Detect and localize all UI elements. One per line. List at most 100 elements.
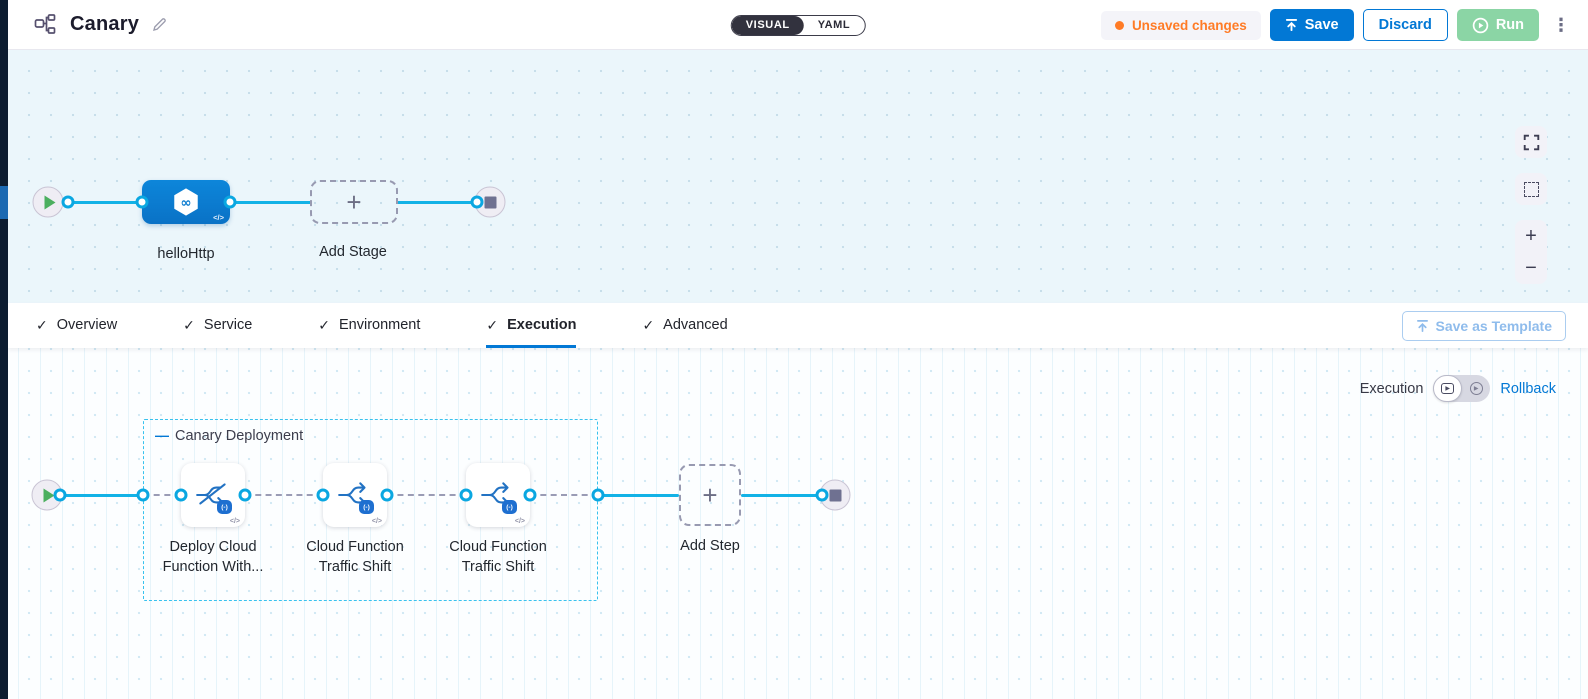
unsaved-dot-icon	[1114, 20, 1124, 30]
execution-canvas[interactable]: Execution ▶ ▶ Rollback — Canary Deployme…	[8, 348, 1588, 699]
port[interactable]	[815, 488, 829, 502]
execution-rollback-toggle: ▶ ▶	[1433, 375, 1491, 402]
toggle-yaml[interactable]: YAML	[817, 19, 851, 31]
stage-node-hellohttp[interactable]: ∞ </>	[142, 180, 230, 224]
connector-line	[230, 200, 312, 204]
stage-canvas[interactable]: ∞ </> helloHttp + Add Stage	[8, 50, 1588, 303]
port[interactable]	[470, 195, 484, 209]
port[interactable]	[223, 195, 237, 209]
rollback-link[interactable]: Rollback	[1500, 380, 1556, 397]
plus-icon: +	[346, 187, 362, 217]
add-stage-label: Add Stage	[319, 244, 387, 260]
connector-line-dashed	[143, 493, 181, 496]
check-icon: ✓	[183, 316, 195, 333]
connector-line-dashed	[245, 493, 323, 496]
marquee-select-icon	[1523, 181, 1539, 197]
check-icon: ✓	[642, 316, 655, 333]
tab-execution[interactable]: ✓ Execution	[486, 303, 577, 348]
connector-line-dashed	[530, 493, 598, 496]
page-title: Canary	[70, 13, 140, 35]
port[interactable]	[53, 488, 67, 502]
tab-service[interactable]: ✓ Service	[183, 316, 253, 334]
header-bar: Canary VISUAL YAML Unsaved changes	[8, 0, 1588, 50]
gcf-badge-icon: (-)	[359, 500, 374, 514]
save-as-template-button[interactable]: Save as Template	[1401, 311, 1566, 341]
gcf-badge-icon: (-)	[217, 500, 232, 514]
rollback-play-icon: ▶	[1469, 382, 1483, 395]
play-circle-icon	[1472, 17, 1489, 34]
execution-mode-row: Execution ▶ ▶ Rollback	[1360, 375, 1556, 402]
rollback-segment[interactable]: ▶	[1462, 375, 1490, 402]
tab-advanced[interactable]: ✓ Advanced	[642, 316, 728, 334]
connector-line	[397, 200, 479, 204]
port[interactable]	[136, 488, 150, 502]
upload-icon	[1285, 18, 1298, 32]
step-label: Cloud Function Traffic Shift	[449, 539, 547, 576]
collapse-dash-icon[interactable]: —	[155, 427, 169, 443]
code-icon: </>	[371, 518, 382, 525]
tab-overview[interactable]: ✓ Overview	[36, 316, 118, 334]
stop-icon	[829, 489, 841, 501]
gcf-badge-icon: (-)	[502, 500, 517, 514]
upload-icon	[1416, 319, 1429, 333]
start-play-icon	[43, 488, 54, 502]
port[interactable]	[380, 488, 394, 502]
connector-line	[598, 493, 679, 497]
port[interactable]	[135, 195, 149, 209]
visual-yaml-toggle: VISUAL YAML	[730, 15, 866, 36]
check-icon: ✓	[486, 316, 499, 333]
edit-title-icon[interactable]	[151, 16, 168, 33]
port[interactable]	[316, 488, 330, 502]
zoom-in-button[interactable]: +	[1525, 225, 1537, 247]
stop-icon	[484, 196, 496, 208]
port[interactable]	[459, 488, 473, 502]
execution-segment[interactable]: ▶	[1433, 375, 1462, 402]
step-traffic-shift-2[interactable]: (-) </>	[466, 463, 530, 527]
more-options-icon[interactable]: ⋮	[1552, 14, 1570, 35]
zoom-controls: + −	[1515, 220, 1547, 284]
connector-line	[60, 493, 143, 497]
group-title: — Canary Deployment	[155, 427, 304, 444]
pipeline-icon	[34, 14, 60, 35]
port[interactable]	[523, 488, 537, 502]
step-label: Deploy Cloud Function With...	[162, 539, 264, 576]
stage-tabs: ✓ Overview ✓ Service ✓ Environment ✓ Exe…	[8, 303, 1588, 348]
execution-play-icon: ▶	[1441, 383, 1455, 394]
add-step-label: Add Step	[680, 538, 740, 554]
port[interactable]	[238, 488, 252, 502]
left-nav-rail	[0, 0, 8, 699]
canary-deployment-group[interactable]	[143, 419, 598, 601]
stage-label: helloHttp	[157, 246, 215, 262]
code-icon: </>	[229, 518, 240, 525]
pipeline-start-node	[32, 186, 64, 218]
port[interactable]	[174, 488, 188, 502]
add-stage-button[interactable]: +	[310, 180, 398, 224]
check-icon: ✓	[318, 316, 330, 333]
port[interactable]	[591, 488, 605, 502]
step-deploy-cloud-function[interactable]: (-) </>	[181, 463, 245, 527]
multi-select-button[interactable]	[1515, 173, 1547, 205]
start-play-icon	[44, 195, 55, 209]
zoom-out-button[interactable]: −	[1525, 257, 1537, 279]
run-button[interactable]: Run	[1456, 9, 1539, 41]
discard-button[interactable]: Discard	[1362, 9, 1448, 41]
toggle-visual[interactable]: VISUAL	[731, 16, 804, 35]
add-step-button[interactable]: +	[679, 464, 741, 526]
connector-line-dashed	[387, 493, 466, 496]
connector-line	[60, 200, 144, 204]
left-rail-indicator	[0, 186, 8, 219]
fullscreen-icon	[1523, 134, 1540, 151]
code-icon: </>	[514, 518, 525, 525]
tab-environment[interactable]: ✓ Environment	[318, 316, 421, 334]
fullscreen-button[interactable]	[1515, 126, 1547, 158]
check-icon: ✓	[36, 316, 48, 333]
svg-text:∞: ∞	[180, 196, 191, 211]
plus-icon: +	[702, 480, 718, 510]
execution-mode-label: Execution	[1359, 380, 1424, 397]
serverless-hexagon-icon: ∞	[170, 186, 202, 218]
save-button[interactable]: Save	[1269, 9, 1354, 41]
connector-line	[741, 493, 822, 497]
port[interactable]	[61, 195, 75, 209]
step-traffic-shift-1[interactable]: (-) </>	[323, 463, 387, 527]
unsaved-changes-badge: Unsaved changes	[1100, 10, 1261, 40]
